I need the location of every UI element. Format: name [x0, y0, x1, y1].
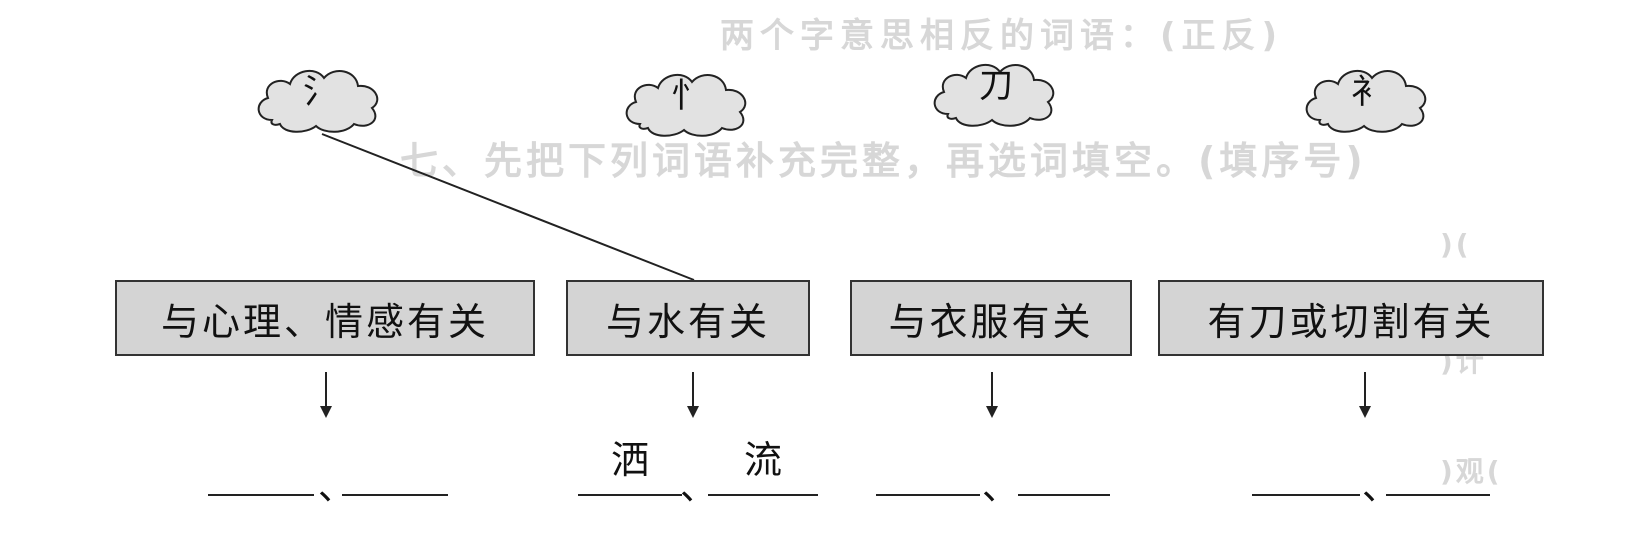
category-box-clothing[interactable]: 与衣服有关 [850, 280, 1132, 356]
answer-text: 洒 [610, 438, 649, 482]
separator: 、 [982, 467, 1019, 508]
cloud-icon [625, 73, 747, 137]
bleed-through-text: 两个字意思相反的词语：(正反) [720, 16, 1284, 56]
bleed-through-text: )( [1440, 228, 1472, 261]
answer-blank[interactable]: 流 [708, 438, 818, 496]
cloud-radical-1[interactable]: 氵 [250, 58, 390, 138]
arrow-down-icon [320, 372, 332, 418]
answer-text: 流 [743, 438, 782, 482]
bleed-through-text: )观( [1440, 455, 1503, 488]
category-box-water[interactable]: 与水有关 [566, 280, 810, 356]
arrow-down-icon [986, 372, 998, 418]
answer-blank[interactable] [208, 440, 314, 496]
category-box-knife[interactable]: 有刀或切割有关 [1158, 280, 1544, 356]
arrow-down-icon [1359, 372, 1371, 418]
arrow-down-icon [687, 372, 699, 418]
answer-blank[interactable] [342, 440, 448, 496]
cloud-icon [1305, 69, 1427, 133]
cloud-icon [933, 63, 1055, 127]
answer-blank[interactable] [1018, 440, 1110, 496]
answer-blank[interactable] [876, 440, 980, 496]
radical-char: 衤 [1351, 72, 1385, 112]
answer-blank[interactable] [1252, 440, 1360, 496]
separator: 、 [1362, 467, 1399, 508]
cloud-radical-4[interactable]: 衤 [1298, 58, 1438, 138]
cloud-radical-3[interactable]: 刀 [926, 52, 1066, 132]
category-box-emotion[interactable]: 与心理、情感有关 [115, 280, 535, 356]
bleed-through-text: 七、先把下列词语补充完整，再选词填空。(填序号) [400, 139, 1367, 183]
answer-blank[interactable]: 洒 [578, 438, 682, 496]
radical-char: 刀 [979, 66, 1013, 106]
separator: 、 [318, 467, 355, 508]
match-line[interactable] [321, 133, 695, 281]
radical-char: 氵 [303, 72, 337, 112]
separator: 、 [680, 467, 717, 508]
cloud-radical-2[interactable]: 忄 [618, 62, 758, 142]
answer-blank[interactable] [1386, 440, 1490, 496]
radical-char: 忄 [671, 76, 705, 116]
cloud-icon [257, 69, 379, 133]
